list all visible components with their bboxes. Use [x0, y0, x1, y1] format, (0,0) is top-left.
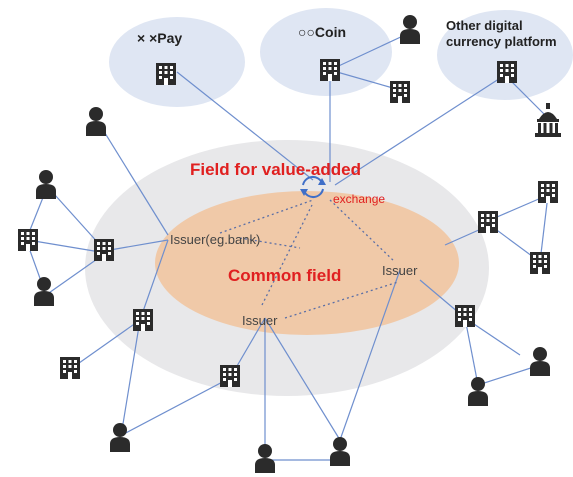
common-field-label: Common field: [228, 266, 342, 285]
issuer-right-label: Issuer: [382, 263, 418, 278]
person-icon: [530, 347, 550, 376]
capitol-icon: [535, 103, 561, 137]
exchange-cycle-icon: [300, 175, 326, 199]
building-icon: [497, 61, 517, 83]
exchange-label: exchange: [333, 192, 386, 206]
building-icon: [220, 365, 240, 387]
building-icon: [94, 239, 114, 261]
issuer-bank-label: Issuer(eg.bank): [170, 232, 261, 247]
person-icon: [36, 170, 56, 199]
platform-other: [437, 10, 573, 100]
person-icon: [255, 444, 275, 473]
building-icon: [530, 252, 550, 274]
person-icon: [86, 107, 106, 136]
person-icon: [400, 15, 420, 44]
platform-other-label-line2: currency platform: [446, 34, 557, 49]
building-icon: [538, 181, 558, 203]
building-icon: [156, 63, 176, 85]
person-icon: [468, 377, 488, 406]
building-icon: [60, 357, 80, 379]
building-icon: [320, 59, 340, 81]
platform-coin-label: ○○Coin: [298, 24, 347, 40]
issuer-bottom-label: Issuer: [242, 313, 278, 328]
building-icon: [18, 229, 38, 251]
building-icon: [478, 211, 498, 233]
building-icon: [455, 305, 475, 327]
platform-xxpay: [109, 17, 245, 107]
common-field: [155, 191, 459, 335]
building-icon: [133, 309, 153, 331]
person-icon: [330, 437, 350, 466]
platform-xxpay-label: × ×Pay: [137, 30, 183, 46]
platform-coin: [260, 8, 392, 96]
issuer-links: [219, 199, 399, 319]
platform-other-label-line1: Other digital: [446, 18, 523, 33]
value-added-field-label: Field for value-added: [190, 160, 361, 179]
platform-other-label: Other digital currency platform: [446, 18, 573, 50]
building-icon: [390, 81, 410, 103]
person-icon: [110, 423, 130, 452]
